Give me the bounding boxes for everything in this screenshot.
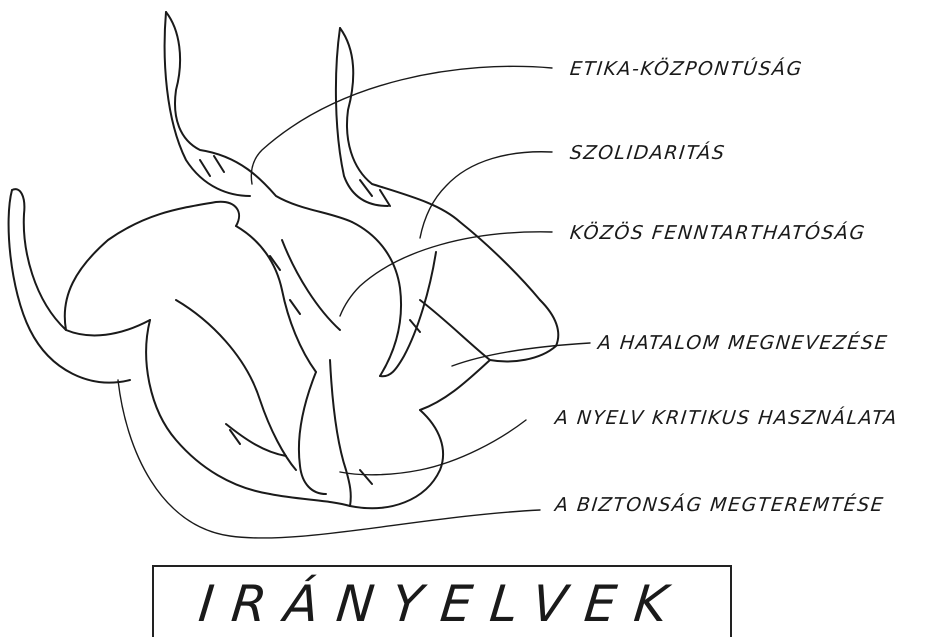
page-title: IRÁNYELVEK — [151, 575, 733, 633]
label-biztonsag-megteremtese: A BIZTONSÁG MEGTEREMTÉSE — [554, 494, 886, 516]
leader-line-biztonsag — [118, 380, 540, 538]
label-etika-kozpontusag: ETIKA-KÖZPONTÚSÁG — [569, 58, 804, 80]
leader-line-szolidaritas — [420, 152, 552, 238]
label-hatalom-megnevezese: A HATALOM MEGNEVEZÉSE — [597, 332, 889, 354]
title-box: IRÁNYELVEK — [152, 565, 732, 637]
left-finger-outline — [12, 189, 239, 330]
label-nyelv-kritikus-hasznalata: A NYELV KRITIKUS HASZNÁLATA — [554, 407, 899, 429]
leader-line-fenntarthatosag — [340, 232, 552, 316]
upper-right-finger-outline — [340, 28, 540, 300]
leader-line-nyelv — [340, 420, 526, 475]
label-szolidaritas: SZOLIDARITÁS — [569, 142, 727, 164]
leader-line-etika — [251, 66, 552, 184]
label-kozos-fenntarthatosag: KÖZÖS FENNTARTHATÓSÁG — [569, 222, 867, 244]
upper-left-finger-outline — [166, 12, 352, 222]
